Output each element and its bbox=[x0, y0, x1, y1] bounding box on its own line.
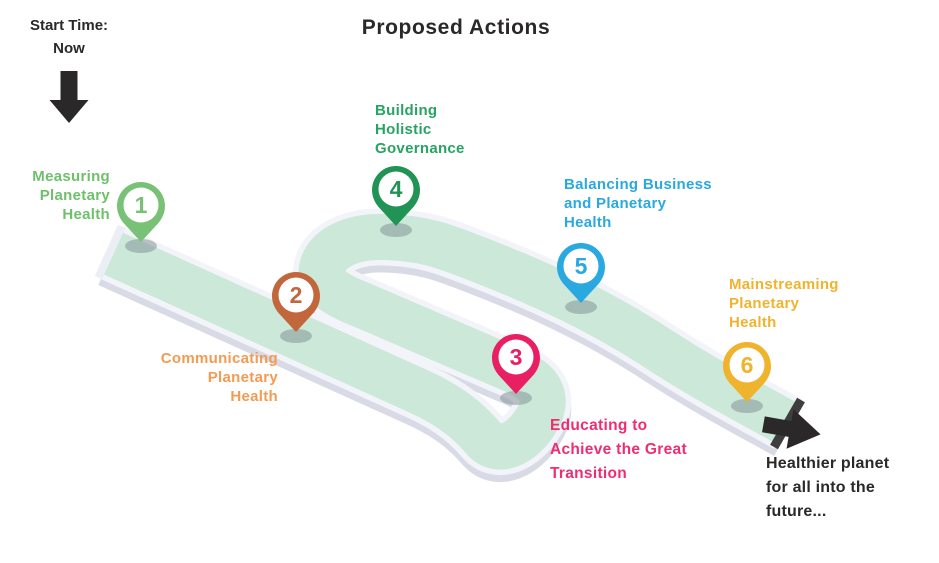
start-time-block: Start Time: Now bbox=[14, 14, 124, 60]
map-pin-icon-4: 4 bbox=[372, 166, 420, 237]
outcome-note: Healthier planet for all into the future… bbox=[766, 455, 890, 520]
step-label-2: Communicating Planetary Health bbox=[160, 350, 278, 405]
pin-inner-circle bbox=[563, 248, 599, 284]
road-start-face bbox=[94, 224, 126, 280]
pin-inner-circle bbox=[123, 187, 159, 223]
down-arrow-icon bbox=[49, 71, 89, 123]
step-label-1: Measuring Planetary Health bbox=[32, 168, 110, 223]
start-time-value: Now bbox=[53, 40, 85, 57]
right-arrow-icon bbox=[762, 409, 821, 449]
pin-number: 4 bbox=[390, 176, 403, 202]
pin-shadow bbox=[565, 300, 597, 314]
step-label-3: Educating to Achieve the Great Transitio… bbox=[550, 417, 687, 482]
map-pin-icon-6: 6 bbox=[723, 342, 771, 413]
step-label-5: Balancing Business and Planetary Health bbox=[564, 176, 712, 231]
pin-shadow bbox=[380, 223, 412, 237]
pin-inner-circle bbox=[498, 339, 534, 375]
pin-shadow bbox=[500, 391, 532, 405]
start-time-label: Start Time: bbox=[29, 17, 109, 34]
pin-number: 2 bbox=[290, 282, 303, 308]
step-label-6: Mainstreaming Planetary Health bbox=[729, 276, 839, 331]
road-surface bbox=[100, 213, 800, 470]
pin-inner-circle bbox=[378, 171, 414, 207]
pin-number: 6 bbox=[741, 352, 754, 378]
pin-inner-circle bbox=[729, 347, 765, 383]
pin-shadow bbox=[125, 239, 157, 253]
map-pin-icon-2: 2 bbox=[272, 272, 320, 343]
map-pin-icon-5: 5 bbox=[557, 243, 605, 314]
pin-inner-circle bbox=[278, 277, 314, 313]
map-pin-icon-3: 3 bbox=[492, 334, 540, 405]
pin-number: 1 bbox=[135, 192, 148, 218]
pin-number: 5 bbox=[575, 253, 588, 279]
step-label-4: Building Holistic Governance bbox=[375, 102, 465, 157]
pin-number: 3 bbox=[510, 344, 523, 370]
page-title: Proposed Actions bbox=[361, 16, 551, 39]
map-pin-icon-1: 1 bbox=[117, 182, 165, 253]
pin-shadow bbox=[280, 329, 312, 343]
pin-shadow bbox=[731, 399, 763, 413]
